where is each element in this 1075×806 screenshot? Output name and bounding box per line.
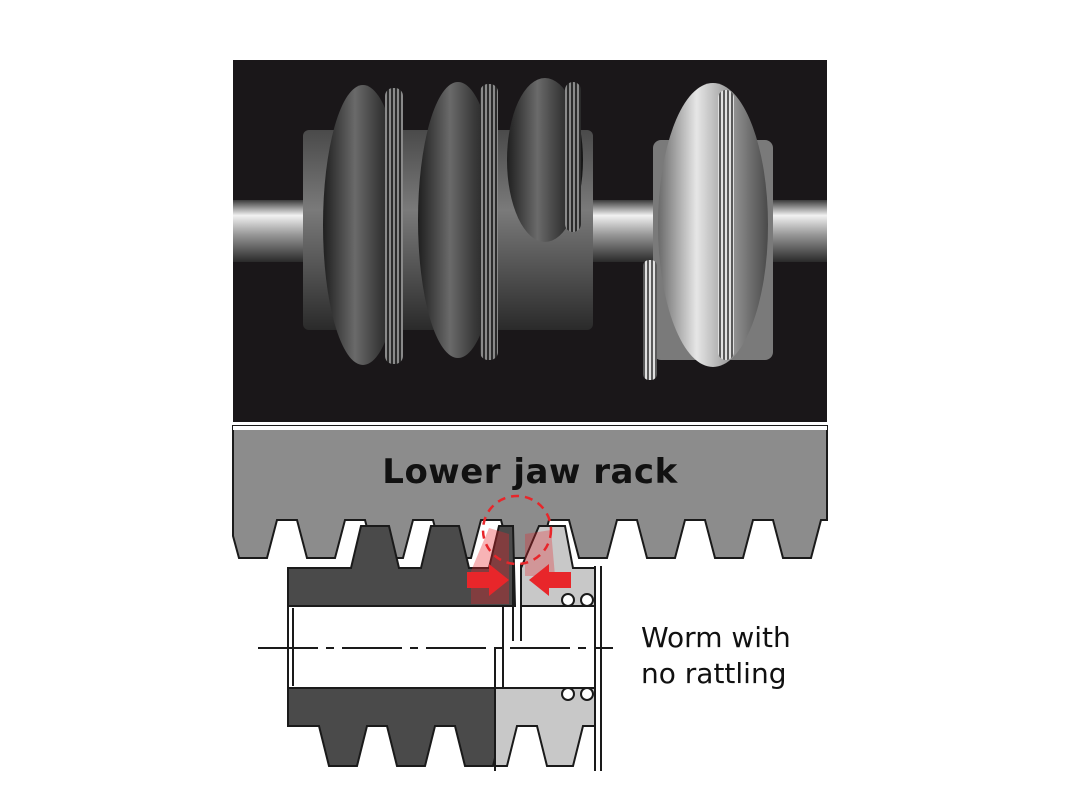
worm-label-line-1: Worm with (641, 621, 791, 654)
dashed-circle-icon (481, 494, 553, 566)
light-worm-lower (494, 687, 596, 767)
bearing-ball (580, 687, 594, 701)
rack-label: Lower jaw rack (382, 452, 678, 492)
worm-label-line-2: no rattling (641, 657, 787, 690)
bearing-ball (580, 593, 594, 607)
bearing-ball (561, 687, 575, 701)
worm-rack-cross-section (232, 425, 828, 771)
dark-worm-lower (287, 687, 516, 767)
worm-label: Worm with no rattling (641, 620, 841, 692)
arrow-pair-icon (467, 564, 571, 596)
worm-gear-photo (233, 60, 827, 422)
dark-worm-upper (287, 525, 517, 607)
bearing-ball (561, 593, 575, 607)
